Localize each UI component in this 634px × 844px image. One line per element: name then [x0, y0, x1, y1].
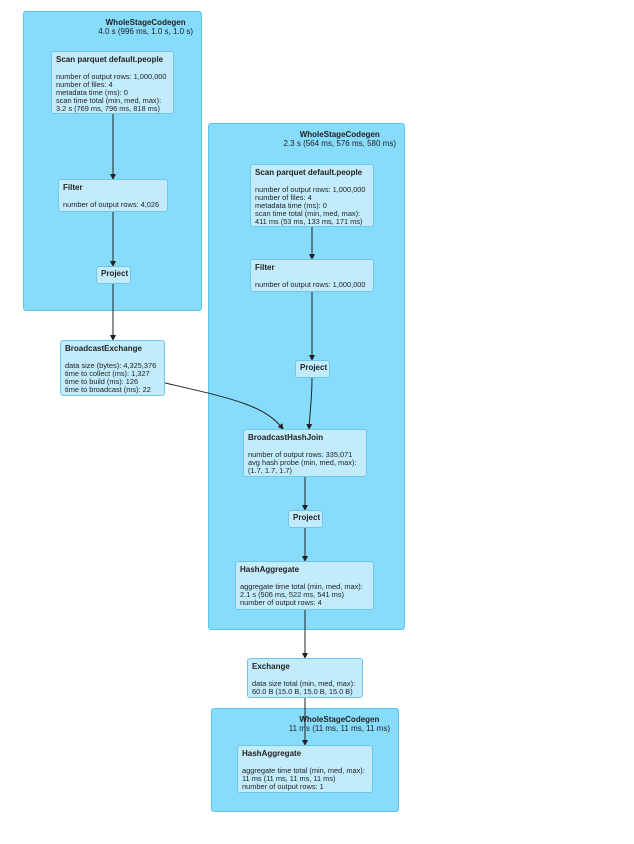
node-filter-1[interactable]: Filter number of output rows: 4,026: [58, 179, 168, 212]
node-metric: 11 ms (11 ms, 11 ms, 11 ms): [242, 774, 336, 783]
node-metric: time to collect (ms): 1,327: [65, 369, 150, 378]
node-project-1[interactable]: Project: [96, 266, 131, 284]
node-metric: time to build (ms): 126: [65, 377, 139, 386]
node-project-2[interactable]: Project: [295, 360, 330, 378]
node-metric: data size (bytes): 4,325,376: [65, 361, 157, 370]
node-title: Project: [293, 513, 321, 522]
cluster-metric: 4.0 s (996 ms, 1.0 s, 1.0 s): [98, 27, 193, 36]
node-title: Exchange: [252, 662, 290, 671]
node-title: Project: [101, 269, 129, 278]
node-metric: 411 ms (53 ms, 133 ms, 171 ms): [255, 217, 363, 226]
node-metric: metadata time (ms): 0: [255, 201, 327, 210]
node-hash-aggregate-2[interactable]: HashAggregate aggregate time total (min,…: [237, 745, 373, 793]
cluster-name: WholeStageCodegen: [299, 715, 380, 724]
node-title: Scan parquet default.people: [56, 55, 164, 64]
node-title: BroadcastExchange: [65, 344, 142, 353]
node-metric: number of files: 4: [56, 80, 113, 89]
node-metric: avg hash probe (min, med, max):: [248, 458, 357, 467]
node-broadcast-exchange[interactable]: BroadcastExchange data size (bytes): 4,3…: [60, 340, 165, 396]
node-metric: metadata time (ms): 0: [56, 88, 128, 97]
node-metric: number of output rows: 4: [240, 598, 322, 607]
node-title: BroadcastHashJoin: [248, 433, 324, 442]
cluster-name: WholeStageCodegen: [299, 130, 380, 139]
node-metric: number of output rows: 1: [242, 782, 324, 791]
node-metric: number of output rows: 1,000,000: [255, 185, 366, 194]
node-metric: number of output rows: 1,000,000: [56, 72, 167, 81]
cluster-title: WholeStageCodegen 4.0 s (996 ms, 1.0 s, …: [98, 18, 193, 36]
node-filter-2[interactable]: Filter number of output rows: 1,000,000: [250, 259, 374, 292]
node-title: Scan parquet default.people: [255, 168, 363, 177]
node-metric: aggregate time total (min, med, max):: [242, 766, 365, 775]
node-metric: (1.7, 1.7, 1.7): [248, 466, 292, 475]
cluster-metric: 2.3 s (564 ms, 576 ms, 580 ms): [283, 139, 397, 148]
node-title: Filter: [255, 263, 275, 272]
node-metric: 3.2 s (769 ms, 796 ms, 818 ms): [56, 104, 160, 113]
node-title: HashAggregate: [242, 749, 302, 758]
node-title: HashAggregate: [240, 565, 300, 574]
cluster-title: WholeStageCodegen 2.3 s (564 ms, 576 ms,…: [284, 130, 397, 148]
node-hash-aggregate-1[interactable]: HashAggregate aggregate time total (min,…: [235, 561, 374, 610]
node-metric: number of output rows: 335,071: [248, 450, 353, 459]
node-broadcast-hash-join[interactable]: BroadcastHashJoin number of output rows:…: [243, 429, 367, 477]
node-metric: number of files: 4: [255, 193, 312, 202]
cluster-metric: 11 ms (11 ms, 11 ms, 11 ms): [288, 724, 390, 733]
node-title: Project: [300, 363, 328, 372]
cluster-title: WholeStageCodegen 11 ms (11 ms, 11 ms, 1…: [289, 715, 390, 733]
node-metric: scan time total (min, med, max):: [56, 96, 162, 105]
node-metric: scan time total (min, med, max):: [255, 209, 361, 218]
node-metric: 2.1 s (506 ms, 522 ms, 541 ms): [240, 590, 344, 599]
node-project-3[interactable]: Project: [288, 510, 323, 528]
node-title: Filter: [63, 183, 83, 192]
node-metric: aggregate time total (min, med, max):: [240, 582, 363, 591]
node-metric: time to broadcast (ms): 22: [65, 385, 151, 394]
node-metric: number of output rows: 1,000,000: [255, 280, 366, 289]
node-metric: data size total (min, med, max):: [252, 679, 356, 688]
cluster-name: WholeStageCodegen: [105, 18, 186, 27]
node-scan-parquet-1[interactable]: Scan parquet default.people number of ou…: [51, 51, 174, 114]
node-metric: 60.0 B (15.0 B, 15.0 B, 15.0 B): [252, 687, 353, 696]
node-scan-parquet-2[interactable]: Scan parquet default.people number of ou…: [250, 164, 374, 227]
node-metric: number of output rows: 4,026: [63, 200, 160, 209]
node-exchange[interactable]: Exchange data size total (min, med, max)…: [247, 658, 363, 698]
